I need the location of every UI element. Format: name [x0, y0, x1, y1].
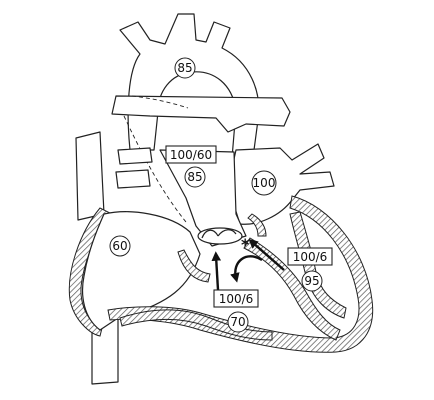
- superior-vena-cava: [75, 131, 105, 221]
- rv-pressure-label: 100/6: [213, 289, 259, 308]
- svg-text:85: 85: [187, 170, 202, 184]
- pulmonary-veins-left: [115, 147, 153, 189]
- rv-sat-label: 70: [227, 311, 249, 333]
- svg-text:100/6: 100/6: [219, 292, 254, 306]
- aortic-valve-leaflets: [201, 229, 237, 239]
- svg-text:100/6: 100/6: [293, 250, 328, 264]
- svg-text:60: 60: [112, 239, 127, 253]
- rv-inner-contour: [119, 309, 273, 341]
- flow-arrow-curved: [230, 255, 263, 283]
- aorta-sat-label: 85: [174, 57, 196, 79]
- lv-pressure-label: 100/6: [287, 247, 333, 266]
- svg-text:100/60: 100/60: [170, 148, 212, 162]
- flow-arrow-rv: [211, 251, 222, 291]
- svg-text:95: 95: [304, 274, 319, 288]
- aortic-arch: [119, 13, 260, 159]
- svg-text:100: 100: [253, 176, 276, 190]
- mid-sat-label: 85: [184, 166, 206, 188]
- svg-text:85: 85: [177, 61, 192, 75]
- pulmonary-artery: [111, 95, 291, 133]
- lv-sat-label: 95: [301, 270, 323, 292]
- flow-arrow-lv: [248, 238, 285, 271]
- la-sat-label: 100: [251, 170, 277, 196]
- svg-text:70: 70: [230, 315, 245, 329]
- pulmonary-dashed: [123, 95, 189, 223]
- aorta-pressure-label: 100/60: [165, 145, 217, 164]
- asterisk-marker: *: [241, 235, 250, 254]
- valve-lips: [177, 213, 267, 283]
- left-atrium: [227, 143, 335, 225]
- septum: [243, 237, 341, 341]
- ra-sat-label: 60: [109, 235, 131, 257]
